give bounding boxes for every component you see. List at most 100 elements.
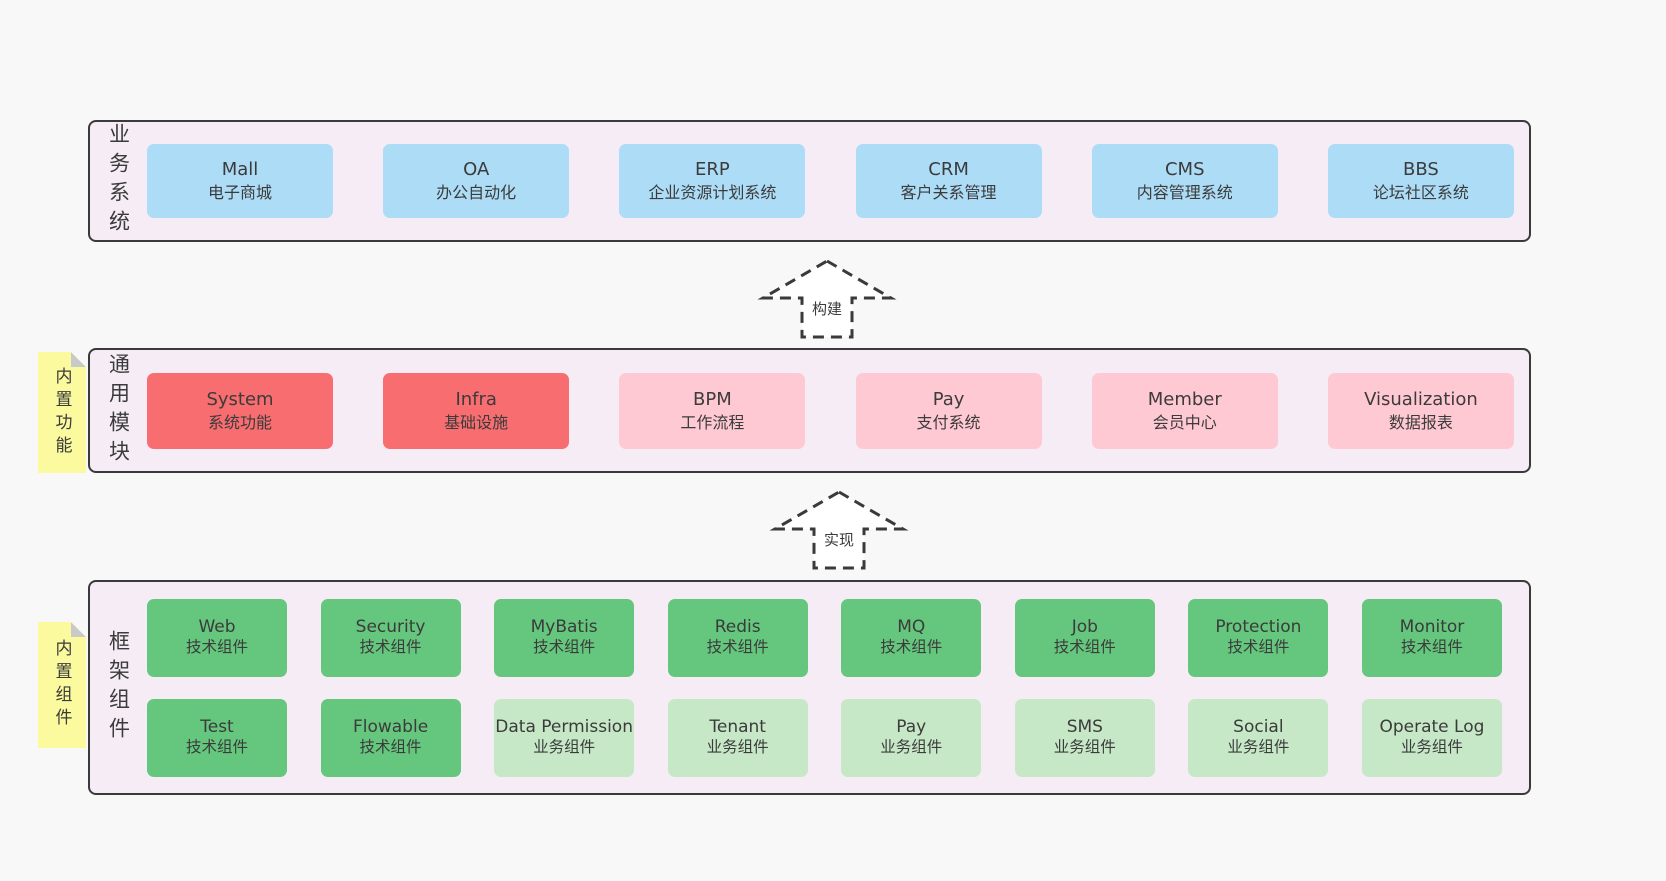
box-subtitle: 系统功能: [207, 412, 272, 432]
module-box-infra: Infra 基础设施: [383, 372, 570, 449]
module-box-bpm: BPM 工作流程: [619, 372, 806, 449]
box-title: ERP: [695, 159, 730, 181]
box-subtitle: 技术组件: [185, 638, 248, 657]
box-subtitle: 技术组件: [533, 638, 596, 657]
box-title: Monitor: [1399, 616, 1465, 637]
box-title: Job: [1071, 616, 1098, 637]
box-subtitle: 技术组件: [880, 638, 943, 657]
box-row: System 系统功能 Infra 基础设施 BPM 工作流程 Pay 支付系统…: [147, 372, 1529, 449]
box-title: Operate Log: [1379, 716, 1485, 737]
arrow-implement: 实现: [769, 487, 909, 573]
system-box-oa: OA 办公自动化: [383, 144, 570, 218]
box-subtitle: 基础设施: [444, 412, 509, 432]
component-box-monitor: Monitor 技术组件: [1361, 598, 1502, 677]
component-box-mq: MQ 技术组件: [841, 598, 982, 677]
box-subtitle: 会员中心: [1152, 412, 1217, 432]
box-title: CRM: [928, 159, 969, 181]
box-title: Member: [1147, 388, 1222, 410]
box-subtitle: 业务组件: [1400, 738, 1463, 757]
module-box-visualization: Visualization 数据报表: [1327, 372, 1514, 449]
component-box-mybatis: MyBatis 技术组件: [494, 598, 635, 677]
box-subtitle: 业务组件: [880, 738, 943, 757]
module-box-member: Member 会员中心: [1091, 372, 1278, 449]
component-box-redis: Redis 技术组件: [667, 598, 808, 677]
box-title: Test: [200, 716, 234, 737]
box-subtitle: 技术组件: [185, 738, 248, 757]
box-subtitle: 工作流程: [680, 412, 745, 432]
box-row-2: Test 技术组件 Flowable 技术组件 Data Permission …: [147, 698, 1529, 777]
box-subtitle: 论坛社区系统: [1372, 183, 1469, 203]
module-box-system: System 系统功能: [147, 372, 333, 449]
component-box-test: Test 技术组件: [147, 698, 287, 777]
box-title: Infra: [455, 388, 497, 410]
box-title: Protection: [1215, 616, 1302, 637]
component-box-pay: Pay 业务组件: [841, 698, 982, 777]
box-subtitle: 技术组件: [1227, 638, 1290, 657]
box-title: Flowable: [352, 716, 429, 737]
box-title: Tenant: [709, 716, 766, 737]
box-title: Redis: [714, 616, 761, 637]
panel-framework-components: 框架组件 Web 技术组件 Security 技术组件 MyBatis 技术组件…: [88, 580, 1531, 795]
component-box-security: Security 技术组件: [320, 598, 461, 677]
box-subtitle: 业务组件: [1053, 738, 1116, 757]
system-box-bbs: BBS 论坛社区系统: [1327, 144, 1514, 218]
component-box-web: Web 技术组件: [147, 598, 287, 677]
module-box-pay: Pay 支付系统: [855, 372, 1042, 449]
panel-label: 业务系统: [106, 123, 131, 239]
box-subtitle: 企业资源计划系统: [648, 183, 777, 203]
sticky-note-builtin-features: 内置功能: [38, 352, 86, 473]
sticky-note-builtin-components: 内置组件: [38, 622, 86, 748]
box-title: Mall: [221, 159, 259, 181]
box-subtitle: 电子商城: [207, 183, 272, 203]
panel-rows: System 系统功能 Infra 基础设施 BPM 工作流程 Pay 支付系统…: [147, 350, 1529, 471]
panel-rows: Mall 电子商城 OA 办公自动化 ERP 企业资源计划系统 CRM 客户关系…: [147, 122, 1529, 240]
box-subtitle: 支付系统: [916, 412, 981, 432]
box-subtitle: 技术组件: [359, 638, 422, 657]
box-title: BBS: [1403, 159, 1439, 181]
box-title: Security: [355, 616, 426, 637]
component-box-protection: Protection 技术组件: [1188, 598, 1329, 677]
box-title: Web: [198, 616, 236, 637]
box-title: MyBatis: [530, 616, 598, 637]
panel-business-systems: 业务系统 Mall 电子商城 OA 办公自动化 ERP 企业资源计划系统 CRM…: [88, 120, 1531, 242]
box-title: Pay: [896, 716, 927, 737]
box-subtitle: 办公自动化: [436, 183, 517, 203]
system-box-crm: CRM 客户关系管理: [855, 144, 1042, 218]
panel-label: 通用模块: [106, 352, 131, 469]
arrow-label: 构建: [812, 300, 842, 318]
arrow-build: 构建: [757, 256, 897, 342]
box-subtitle: 客户关系管理: [900, 183, 997, 203]
box-row: Mall 电子商城 OA 办公自动化 ERP 企业资源计划系统 CRM 客户关系…: [147, 144, 1529, 218]
arrow-label: 实现: [824, 531, 854, 549]
box-subtitle: 数据报表: [1388, 412, 1453, 432]
box-subtitle: 技术组件: [706, 638, 769, 657]
box-title: Pay: [932, 388, 965, 410]
system-box-erp: ERP 企业资源计划系统: [619, 144, 806, 218]
panel-common-modules: 通用模块 System 系统功能 Infra 基础设施 BPM 工作流程 Pay…: [88, 348, 1531, 473]
panel-rows: Web 技术组件 Security 技术组件 MyBatis 技术组件 Redi…: [147, 582, 1529, 793]
component-box-flowable: Flowable 技术组件: [320, 698, 461, 777]
component-box-tenant: Tenant 业务组件: [667, 698, 808, 777]
system-box-mall: Mall 电子商城: [147, 144, 333, 218]
box-title: Data Permission: [495, 716, 633, 737]
component-box-data-permission: Data Permission 业务组件: [494, 698, 635, 777]
box-title: System: [206, 388, 274, 410]
box-title: BPM: [693, 388, 732, 410]
box-row-1: Web 技术组件 Security 技术组件 MyBatis 技术组件 Redi…: [147, 598, 1529, 677]
box-subtitle: 业务组件: [1227, 738, 1290, 757]
box-title: CMS: [1164, 159, 1205, 181]
note-label: 内置组件: [51, 639, 72, 731]
panel-label: 框架组件: [106, 629, 131, 746]
up-arrow-icon: 实现: [769, 490, 909, 570]
box-subtitle: 技术组件: [1053, 638, 1116, 657]
component-box-social: Social 业务组件: [1188, 698, 1329, 777]
box-subtitle: 业务组件: [706, 738, 769, 757]
box-title: MQ: [897, 616, 926, 637]
box-title: Social: [1233, 716, 1284, 737]
system-box-cms: CMS 内容管理系统: [1091, 144, 1278, 218]
up-arrow-icon: 构建: [757, 259, 897, 339]
box-subtitle: 技术组件: [359, 738, 422, 757]
component-box-operate-log: Operate Log 业务组件: [1361, 698, 1502, 777]
box-subtitle: 技术组件: [1400, 638, 1463, 657]
